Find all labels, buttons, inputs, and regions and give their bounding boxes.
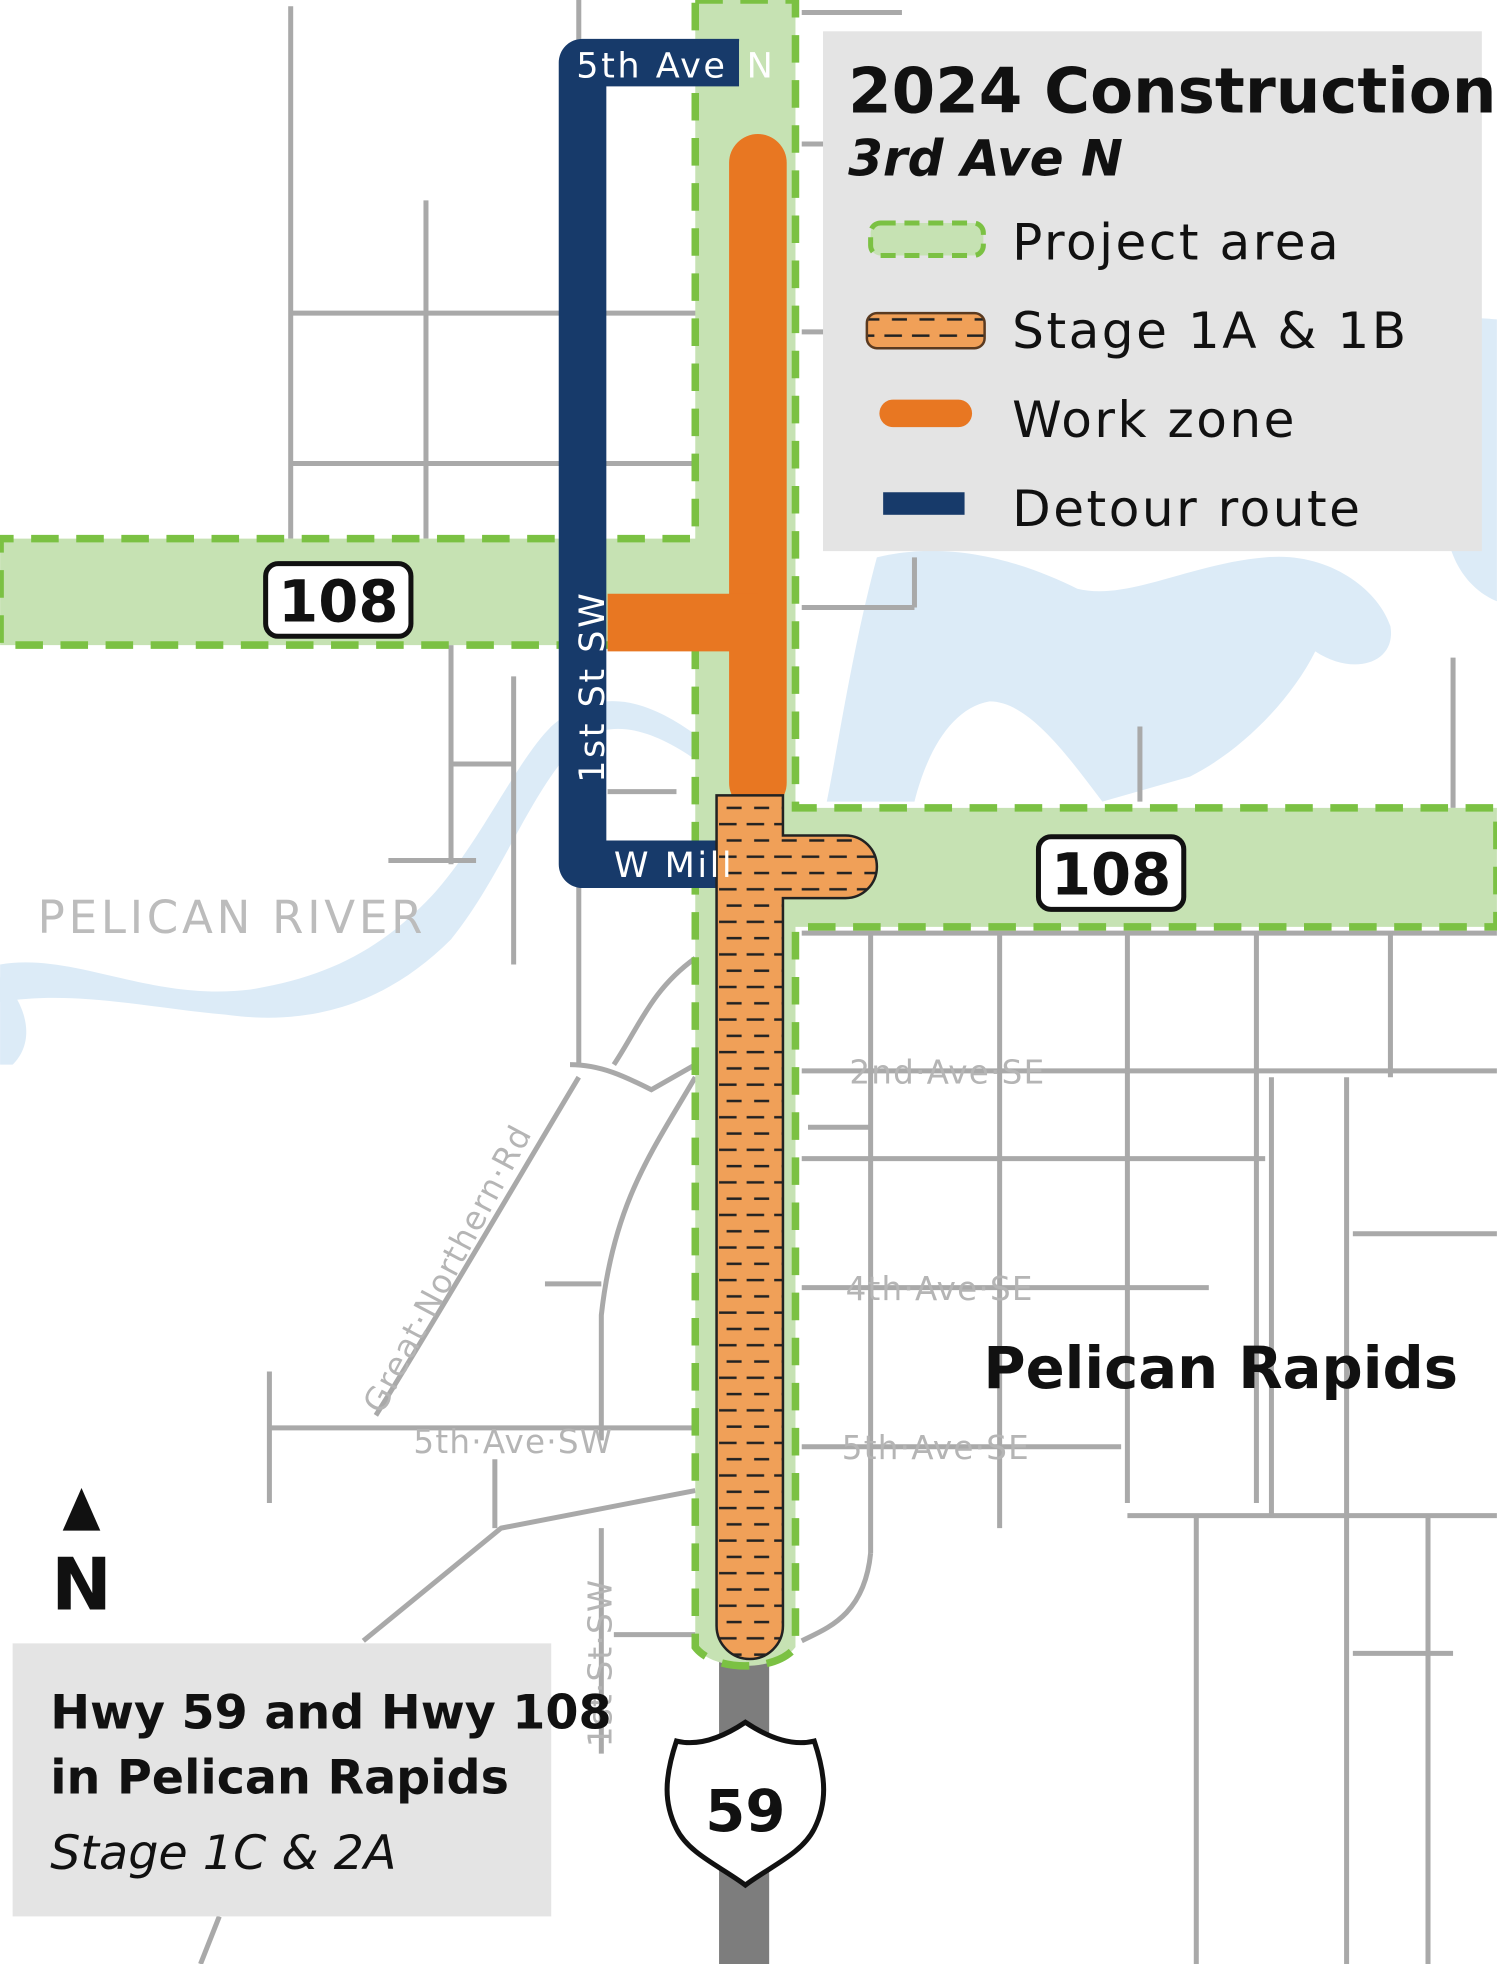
detour-route xyxy=(558,38,775,889)
legend-label-project-area: Project area xyxy=(1012,212,1341,271)
legend-symbol-project-area xyxy=(868,220,986,259)
street-label-5th-ave-se: 5th·Ave·SE xyxy=(842,1429,1030,1467)
legend-symbol-detour xyxy=(883,492,965,515)
work-zone xyxy=(607,134,787,812)
hwy108-west-shield: 108 xyxy=(263,561,414,639)
legend-symbol-stage xyxy=(865,311,986,350)
lake xyxy=(826,550,1392,802)
detour-label-1st-st-sw: 1st St SW xyxy=(572,591,613,783)
river-label: PELICAN RIVER xyxy=(38,891,427,944)
street-label-great-northern-rd: Great·Northern·Rd xyxy=(356,1118,540,1419)
street-grid xyxy=(198,0,1497,1964)
street-label-4th-ave-se: 4th·Ave·SE xyxy=(846,1270,1034,1308)
svg-text:Stage 1C & 2A: Stage 1C & 2A xyxy=(50,1826,396,1881)
detour-label-5th-ave-suffix: N xyxy=(747,46,773,87)
pelican-river xyxy=(0,701,702,1018)
north-arrow-icon xyxy=(62,1488,101,1531)
legend-title: 2024 Construction xyxy=(848,55,1496,128)
us59-shield: 59 xyxy=(664,1719,827,1889)
city-label: Pelican Rapids xyxy=(983,1335,1458,1402)
info-box: Hwy 59 and Hwy 108 in Pelican Rapids Sta… xyxy=(12,1643,612,1917)
detour-label-5th-ave: 5th Ave xyxy=(576,46,727,87)
svg-text:59: 59 xyxy=(705,1778,785,1845)
legend-label-work-zone: Work zone xyxy=(1012,390,1297,449)
hwy108-east-shield: 108 xyxy=(1035,834,1187,912)
svg-text:in Pelican Rapids: in Pelican Rapids xyxy=(50,1751,509,1806)
legend-subtitle: 3rd Ave N xyxy=(848,128,1123,187)
legend: 2024 Construction 3rd Ave N Project area… xyxy=(823,31,1496,552)
svg-text:108: 108 xyxy=(1051,841,1171,908)
svg-text:Hwy 59 and Hwy 108: Hwy 59 and Hwy 108 xyxy=(50,1686,611,1741)
svg-text:N: N xyxy=(51,1544,112,1628)
street-label-1st-st-sw: 1st·St·SW xyxy=(581,1579,619,1748)
svg-text:108: 108 xyxy=(278,568,398,635)
street-label-5th-ave-sw: 5th·Ave·SW xyxy=(413,1423,613,1461)
stage-1c-2a-area xyxy=(715,794,879,1661)
legend-label-stage: Stage 1A & 1B xyxy=(1012,301,1409,360)
legend-label-detour: Detour route xyxy=(1012,479,1362,538)
detour-label-w-mill: W Mill xyxy=(614,845,734,886)
pelican-river-lower xyxy=(0,976,27,1065)
street-label-2nd-ave-se: 2nd·Ave·SE xyxy=(849,1053,1045,1091)
north-arrow: N xyxy=(51,1488,112,1628)
